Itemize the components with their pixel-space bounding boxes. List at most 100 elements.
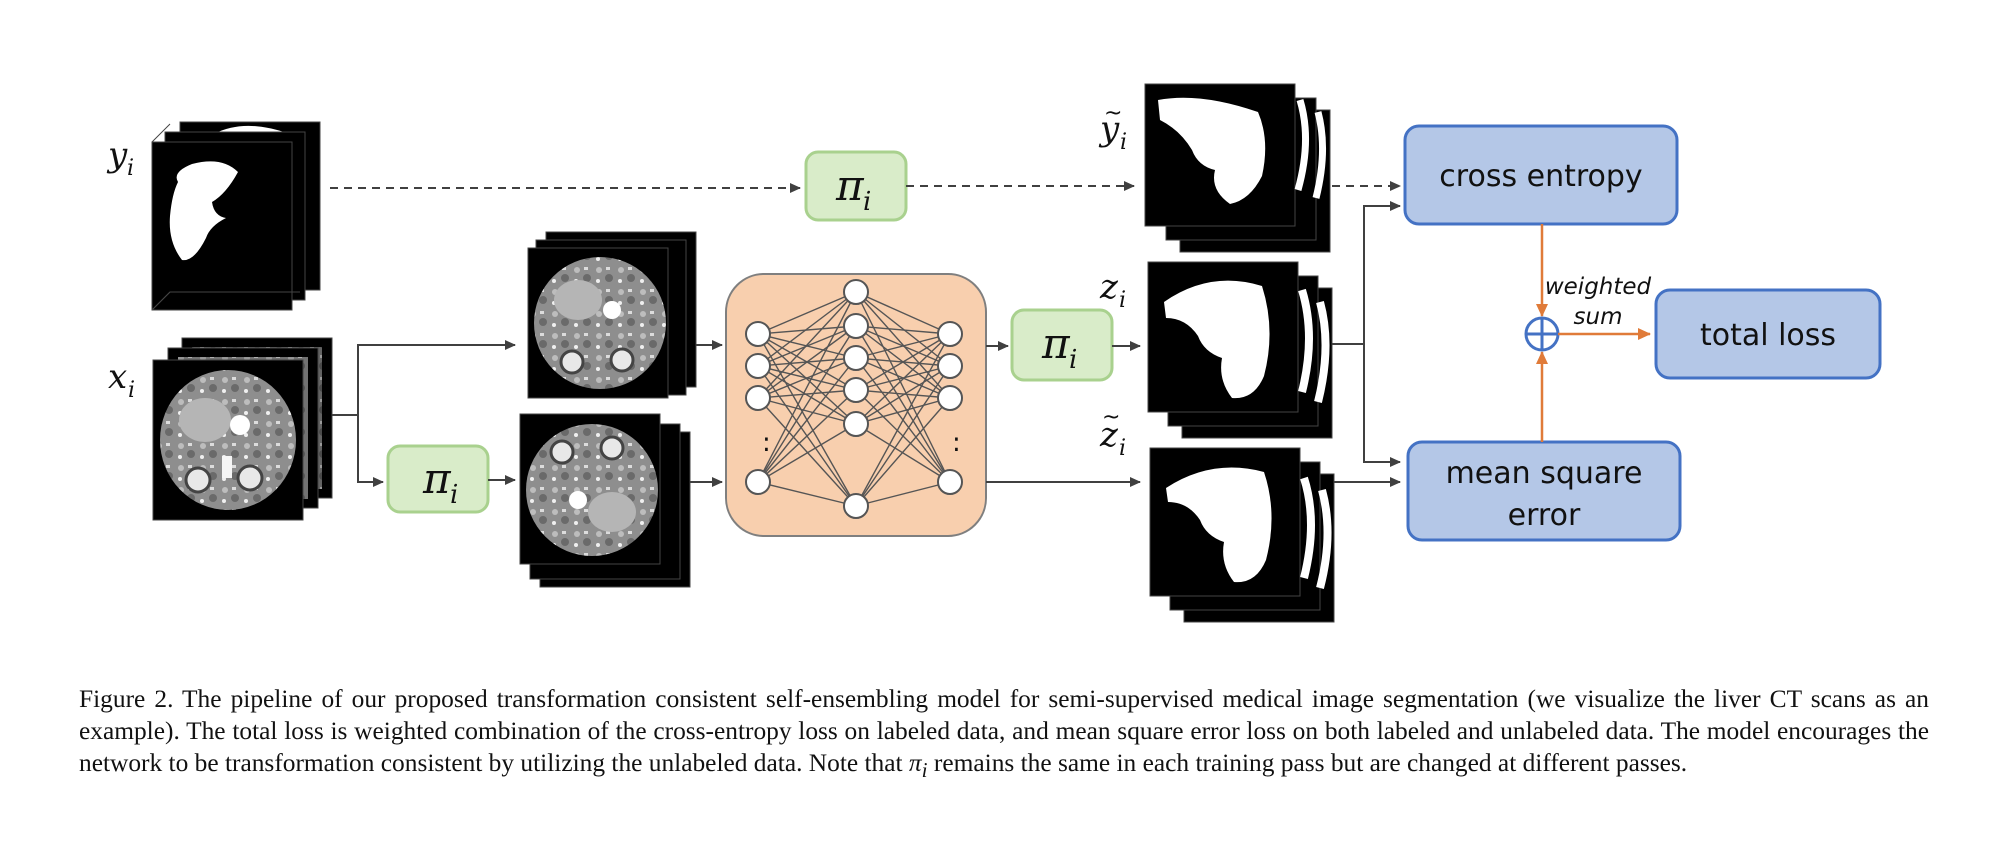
- pipeline-diagram: π i : : π i: [106, 83, 1882, 623]
- nn-edge: [855, 291, 951, 367]
- svg-text:i: i: [1069, 345, 1077, 375]
- transform-box-label: π i: [804, 150, 908, 222]
- nn-edge: [757, 325, 857, 335]
- ellipsis-right: :: [952, 428, 961, 458]
- svg-text:i: i: [1119, 436, 1126, 461]
- nn-edge: [855, 397, 951, 425]
- x-stack: [152, 337, 333, 521]
- mse-label-line2: error: [1508, 498, 1581, 533]
- nn-edge: [855, 365, 951, 507]
- svg-text:π: π: [835, 161, 865, 210]
- nn-node: [745, 353, 771, 379]
- mse-box: mean square error: [1406, 440, 1682, 542]
- transform-box-input: π i: [386, 444, 490, 514]
- mse-label-line1: mean square: [1446, 456, 1643, 491]
- svg-text:i: i: [863, 187, 871, 217]
- label-z-i: z i: [1099, 267, 1126, 313]
- pi-symbol: π: [422, 454, 452, 503]
- nn-edge: [855, 333, 951, 391]
- nn-node: [937, 385, 963, 411]
- nn-edge: [757, 325, 857, 483]
- y-stack: [151, 121, 321, 311]
- svg-text:i: i: [1119, 288, 1126, 313]
- ellipsis-left: :: [762, 428, 771, 458]
- nn-edge: [855, 291, 951, 399]
- nn-edge: [757, 423, 857, 483]
- nn-edge: [855, 333, 951, 507]
- svg-text:i: i: [1120, 130, 1127, 155]
- transform-box-output: π i: [1010, 308, 1114, 382]
- sum-operator-icon: [1524, 316, 1560, 352]
- neural-network: : :: [725, 273, 987, 537]
- input-ct-stack-transformed: [519, 413, 691, 588]
- nn-edge: [855, 333, 951, 425]
- label-z-tilde-i: z i ~: [1099, 405, 1126, 461]
- nn-edge: [855, 291, 951, 483]
- cross-entropy-label: cross entropy: [1439, 159, 1642, 194]
- nn-node: [843, 411, 869, 437]
- total-loss-label: total loss: [1700, 318, 1836, 353]
- nn-edge: [757, 357, 857, 399]
- nn-edge: [757, 397, 857, 425]
- nn-edge: [757, 291, 857, 483]
- nn-edge: [757, 481, 857, 507]
- input-ct-stack-original: [527, 231, 697, 399]
- z-stack: [1147, 261, 1333, 439]
- nn-node: [937, 469, 963, 495]
- z-tilde-stack: [1149, 447, 1335, 623]
- y-tilde-stack: [1144, 83, 1331, 253]
- label-y-tilde-i: y i ~: [1098, 101, 1127, 155]
- nn-node: [843, 313, 869, 339]
- svg-text:π: π: [1041, 319, 1071, 368]
- caption-pi-sub: i: [921, 758, 928, 783]
- nn-edge: [855, 291, 951, 335]
- svg-text:y: y: [106, 135, 128, 175]
- nn-edge: [757, 389, 857, 399]
- svg-text:~: ~: [1102, 405, 1120, 430]
- svg-text:x: x: [108, 357, 127, 397]
- nn-edge: [855, 325, 951, 483]
- nn-edge: [757, 291, 857, 335]
- caption-text-before: Figure 2. The pipeline of our proposed t…: [79, 685, 1929, 777]
- svg-text:~: ~: [1104, 101, 1122, 126]
- svg-text:i: i: [127, 156, 134, 181]
- nn-node: [745, 321, 771, 347]
- svg-text:i: i: [128, 378, 135, 403]
- nn-node: [843, 279, 869, 305]
- nn-edge: [757, 325, 857, 399]
- label-y-i: y i: [106, 135, 134, 181]
- nn-edge: [855, 325, 951, 335]
- cross-entropy-box: cross entropy: [1403, 124, 1679, 226]
- caption-text-after: remains the same in each training pass b…: [927, 749, 1688, 777]
- nn-node: [745, 469, 771, 495]
- figure-caption: Figure 2. The pipeline of our proposed t…: [79, 683, 1929, 786]
- nn-edge: [855, 389, 951, 399]
- nn-edge: [757, 357, 857, 483]
- nn-node: [937, 321, 963, 347]
- nn-edge: [855, 397, 951, 507]
- nn-edge: [757, 365, 857, 425]
- nn-node: [843, 493, 869, 519]
- nn-edge: [757, 291, 857, 399]
- nn-node: [937, 353, 963, 379]
- nn-edge: [757, 333, 857, 425]
- caption-pi: π: [908, 749, 922, 777]
- svg-text:z: z: [1099, 415, 1119, 455]
- nn-node: [745, 385, 771, 411]
- nn-edge: [757, 389, 857, 483]
- nn-node: [843, 345, 869, 371]
- total-loss-box: total loss: [1654, 288, 1882, 380]
- nn-edge: [757, 397, 857, 507]
- nn-edge: [855, 365, 951, 425]
- nn-node: [843, 377, 869, 403]
- nn-edge: [855, 481, 951, 507]
- svg-text:z: z: [1099, 267, 1119, 307]
- svg-text:y: y: [1098, 109, 1120, 149]
- nn-edge: [855, 365, 951, 391]
- weighted-label: weighted: [1545, 274, 1652, 300]
- nn-edge: [757, 291, 857, 367]
- svg-text:i: i: [450, 480, 458, 510]
- sum-label: sum: [1574, 304, 1623, 330]
- nn-edge: [855, 333, 951, 359]
- label-x-i: x i: [108, 357, 135, 403]
